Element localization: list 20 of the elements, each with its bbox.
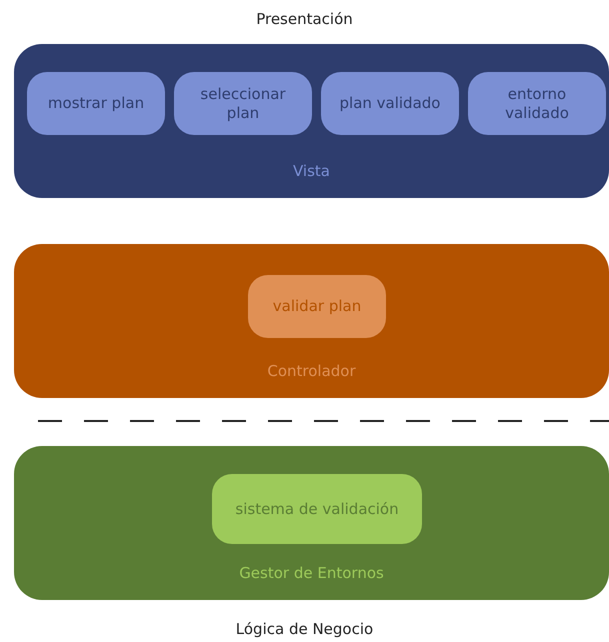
component-box	[321, 72, 459, 135]
component-box	[27, 72, 165, 135]
component-label: sistema de validación	[234, 500, 400, 518]
component-box	[174, 72, 312, 135]
layer-label: Gestor de Entornos	[238, 564, 385, 583]
component-label: entorno validado	[504, 84, 570, 122]
component-box	[212, 474, 422, 544]
layer-title: Presentación	[256, 10, 353, 28]
layer-label: Vista	[292, 162, 331, 181]
component-label: seleccionar plan	[199, 84, 287, 122]
component-label: plan validado	[338, 94, 442, 113]
layer-panel	[14, 446, 609, 600]
layer-title: Lógica de Negocio	[236, 620, 374, 638]
component-box	[468, 72, 606, 135]
layer-panel	[14, 244, 609, 398]
layer-label: Controlador	[266, 362, 357, 381]
component-label: validar plan	[272, 297, 362, 316]
layer-panel	[14, 44, 609, 198]
component-label: mostrar plan	[46, 94, 146, 113]
component-box	[248, 275, 386, 338]
